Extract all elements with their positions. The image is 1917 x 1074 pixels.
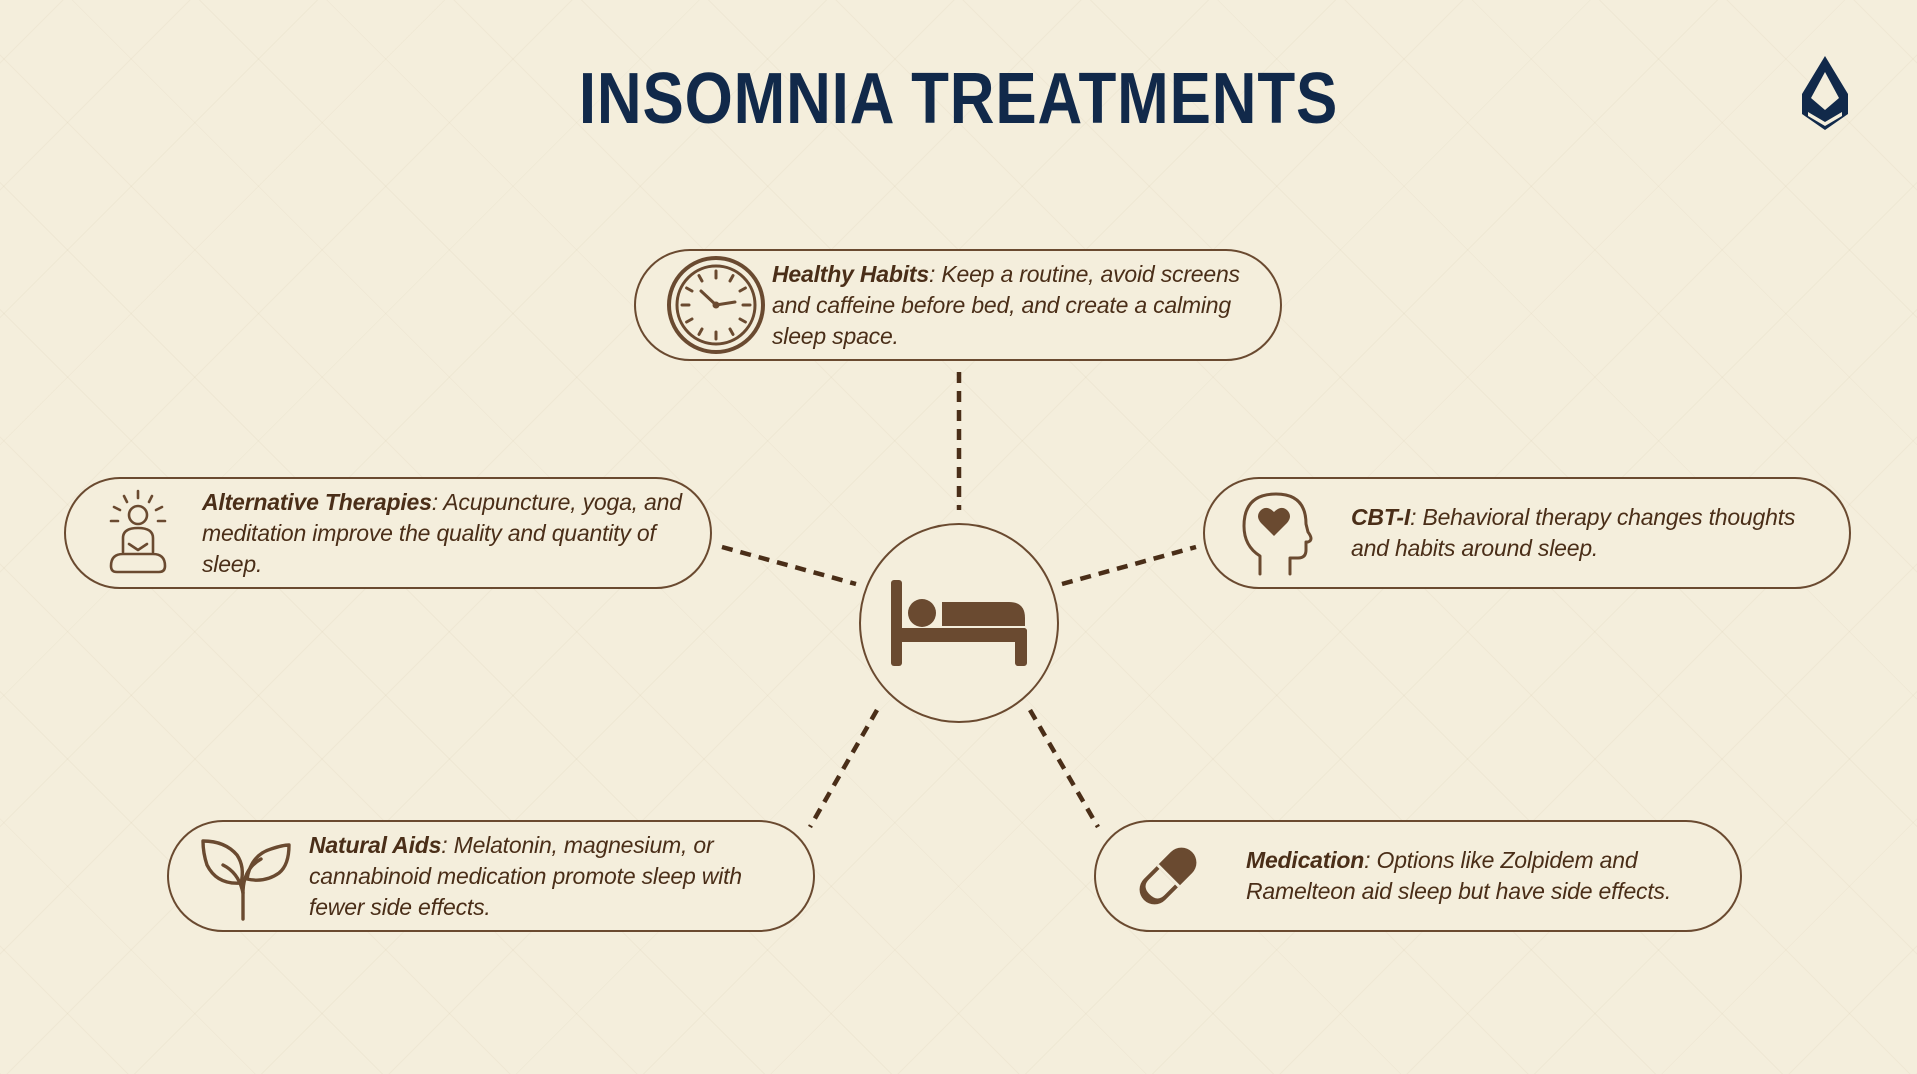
pill-icon (1139, 847, 1197, 905)
connector-alternative-therapies (721, 544, 857, 587)
diamond-logo-icon (1802, 56, 1848, 130)
treatment-card-natural-aids: Natural Aids: Melatonin, magnesium, or c… (167, 820, 815, 932)
treatment-label: Natural Aids (309, 831, 442, 858)
clock-icon (667, 256, 765, 354)
treatment-text: Natural Aids: Melatonin, magnesium, or c… (309, 830, 813, 923)
treatment-description: : Acupuncture, yoga, and meditation impr… (202, 488, 682, 577)
bed-icon (891, 580, 1027, 666)
treatment-description: : Behavioral therapy changes thoughts an… (1351, 504, 1796, 561)
treatment-text: Alternative Therapies: Acupuncture, yoga… (202, 487, 710, 580)
meditation-icon (109, 489, 167, 574)
head-heart-icon (1242, 492, 1313, 576)
connector-medication (1028, 708, 1100, 829)
treatment-card-medication: Medication: Options like Zolpidem and Ra… (1094, 820, 1742, 932)
treatment-label: CBT-I (1351, 504, 1411, 530)
treatment-label: Alternative Therapies (202, 488, 432, 515)
treatment-description: : Options like Zolpidem and Ramelteon ai… (1246, 847, 1672, 904)
treatment-card-alternative-therapies: Alternative Therapies: Acupuncture, yoga… (64, 477, 712, 589)
treatment-description: : Melatonin, magnesium, or cannabinoid m… (309, 831, 742, 920)
treatment-description: : Keep a routine, avoid screens and caff… (772, 260, 1240, 349)
connector-cbt-i (1061, 544, 1197, 587)
treatment-card-healthy-habits: Healthy Habits: Keep a routine, avoid sc… (634, 249, 1282, 361)
center-hub (859, 523, 1059, 723)
treatment-card-cbt-i: CBT-I: Behavioral therapy changes though… (1203, 477, 1851, 589)
sprout-icon (201, 839, 291, 921)
treatment-text: Healthy Habits: Keep a routine, avoid sc… (772, 259, 1280, 352)
connector-natural-aids (808, 708, 879, 829)
treatment-text: CBT-I: Behavioral therapy changes though… (1351, 502, 1849, 564)
page-title: INSOMNIA TREATMENTS (578, 59, 1339, 139)
treatment-label: Medication (1246, 847, 1365, 873)
treatment-label: Healthy Habits (772, 260, 929, 287)
treatment-text: Medication: Options like Zolpidem and Ra… (1246, 845, 1740, 907)
